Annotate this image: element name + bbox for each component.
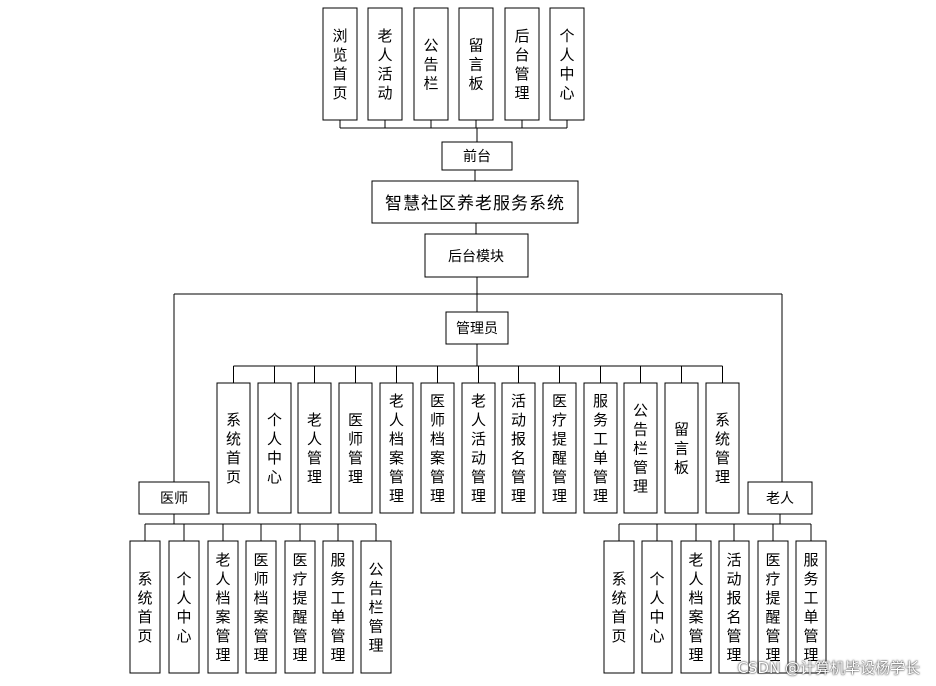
doctor-item-5: 医疗提醒管理 <box>284 540 316 674</box>
admin-item-10-label: 服务工单管理 <box>593 392 608 505</box>
svg-text:管理员: 管理员 <box>456 321 498 337</box>
svg-text:前台: 前台 <box>463 148 491 165</box>
svg-text:后台模块: 后台模块 <box>448 249 504 265</box>
elder-item-3-label: 老人档案管理 <box>688 551 703 664</box>
svg-text:智慧社区养老服务系统: 智慧社区养老服务系统 <box>385 194 565 214</box>
doctor-item-4: 医师档案管理 <box>245 540 277 674</box>
doctor-item-6-label: 服务工单管理 <box>330 551 345 664</box>
backend-node: 后台模块 <box>424 233 529 278</box>
elder-item-4-label: 活动报名管理 <box>726 551 741 664</box>
doctor-node: 医师 <box>138 481 210 515</box>
doctor-item-3-label: 老人档案管理 <box>215 551 230 664</box>
elder-item-5: 医疗提醒管理 <box>757 540 789 674</box>
doctor-item-5-label: 医疗提醒管理 <box>292 551 307 664</box>
front-item-2: 老人活动 <box>367 7 403 121</box>
admin-item-2: 个人中心 <box>257 382 292 514</box>
admin-item-7-label: 老人活动管理 <box>471 392 486 505</box>
front-item-4-label: 留言板 <box>468 37 483 93</box>
doctor-item-1: 系统首页 <box>129 540 161 674</box>
admin-item-5-label: 老人档案管理 <box>389 392 404 505</box>
admin-item-10: 服务工单管理 <box>583 382 618 514</box>
front-item-2-label: 老人活动 <box>377 27 392 102</box>
admin-item-11-label: 公告栏管理 <box>633 402 648 496</box>
elder-item-2-label: 个人中心 <box>649 570 664 645</box>
front-item-5-label: 后台管理 <box>514 27 529 102</box>
connector-lines <box>144 120 812 541</box>
admin-item-1-label: 系统首页 <box>226 411 241 486</box>
admin-item-7: 老人活动管理 <box>461 382 496 514</box>
doctor-item-7-label: 公告栏管理 <box>368 561 383 655</box>
front-item-1-label: 浏览首页 <box>332 27 347 102</box>
svg-text:老人: 老人 <box>766 491 794 507</box>
admin-item-5: 老人档案管理 <box>379 382 414 514</box>
admin-item-13-label: 系统管理 <box>715 411 730 486</box>
admin-item-13: 系统管理 <box>705 382 740 514</box>
elder-item-3: 老人档案管理 <box>680 540 712 674</box>
admin-item-1: 系统首页 <box>216 382 251 514</box>
watermark: CSDN @计算机毕设杨学长 <box>737 659 920 677</box>
elder-item-4: 活动报名管理 <box>718 540 750 674</box>
elder-item-6: 服务工单管理 <box>795 540 827 674</box>
front-item-6: 个人中心 <box>549 7 585 121</box>
admin-item-8: 活动报名管理 <box>501 382 536 514</box>
admin-item-4-label: 医师管理 <box>348 411 363 486</box>
admin-item-9-label: 医疗提醒管理 <box>552 392 567 505</box>
doctor-item-7: 公告栏管理 <box>360 540 392 674</box>
admin-item-9: 医疗提醒管理 <box>542 382 577 514</box>
diagram-nodes: 前台 智慧社区养老服务系统 后台模块 管理员 医师 老人 浏览首页老人活动公告栏… <box>129 7 827 674</box>
front-item-4: 留言板 <box>458 7 494 121</box>
elder-item-6-label: 服务工单管理 <box>803 551 818 664</box>
admin-item-3: 老人管理 <box>297 382 332 514</box>
elder-item-2: 个人中心 <box>641 540 673 674</box>
admin-item-11: 公告栏管理 <box>623 382 658 514</box>
system-title-node: 智慧社区养老服务系统 <box>371 180 579 224</box>
front-item-5: 后台管理 <box>504 7 540 121</box>
elder-item-5-label: 医疗提醒管理 <box>765 551 780 664</box>
admin-item-6: 医师档案管理 <box>420 382 455 514</box>
svg-text:医师: 医师 <box>160 491 188 507</box>
front-item-6-label: 个人中心 <box>559 27 574 102</box>
doctor-item-6: 服务工单管理 <box>322 540 354 674</box>
admin-item-2-label: 个人中心 <box>267 411 282 486</box>
front-node: 前台 <box>441 141 513 171</box>
front-item-3: 公告栏 <box>413 7 449 121</box>
admin-item-6-label: 医师档案管理 <box>430 392 445 505</box>
doctor-item-4-label: 医师档案管理 <box>253 551 268 664</box>
admin-item-8-label: 活动报名管理 <box>511 392 526 505</box>
elder-item-1-label: 系统首页 <box>611 570 626 645</box>
admin-node: 管理员 <box>445 311 509 345</box>
front-item-1: 浏览首页 <box>322 7 358 121</box>
doctor-item-1-label: 系统首页 <box>137 570 152 645</box>
elder-node: 老人 <box>747 481 813 515</box>
doctor-item-2-label: 个人中心 <box>176 570 191 645</box>
admin-item-12-label: 留言板 <box>674 421 689 477</box>
admin-item-12: 留言板 <box>664 382 699 514</box>
doctor-item-2: 个人中心 <box>168 540 200 674</box>
doctor-item-3: 老人档案管理 <box>207 540 239 674</box>
front-item-3-label: 公告栏 <box>423 37 438 93</box>
admin-item-4: 医师管理 <box>338 382 373 514</box>
admin-item-3-label: 老人管理 <box>307 411 322 486</box>
elder-item-1: 系统首页 <box>603 540 635 674</box>
